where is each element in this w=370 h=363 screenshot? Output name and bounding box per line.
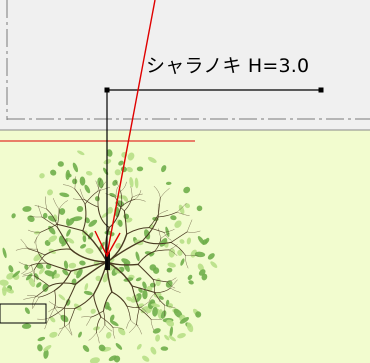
plant-label[interactable]: シャラノキ H=3.0 (146, 55, 310, 77)
tree-branches (15, 176, 201, 344)
planting-area (0, 130, 370, 363)
leader-grip-left[interactable] (104, 87, 110, 93)
partial-box-outline (0, 303, 47, 324)
tree-symbol[interactable] (0, 149, 218, 363)
red-arrow-head (94, 230, 121, 258)
tree-leaves (0, 149, 218, 363)
upper-area (0, 0, 370, 130)
red-pointer-arrow (106, 0, 156, 256)
leader-grip-right[interactable] (318, 87, 324, 93)
